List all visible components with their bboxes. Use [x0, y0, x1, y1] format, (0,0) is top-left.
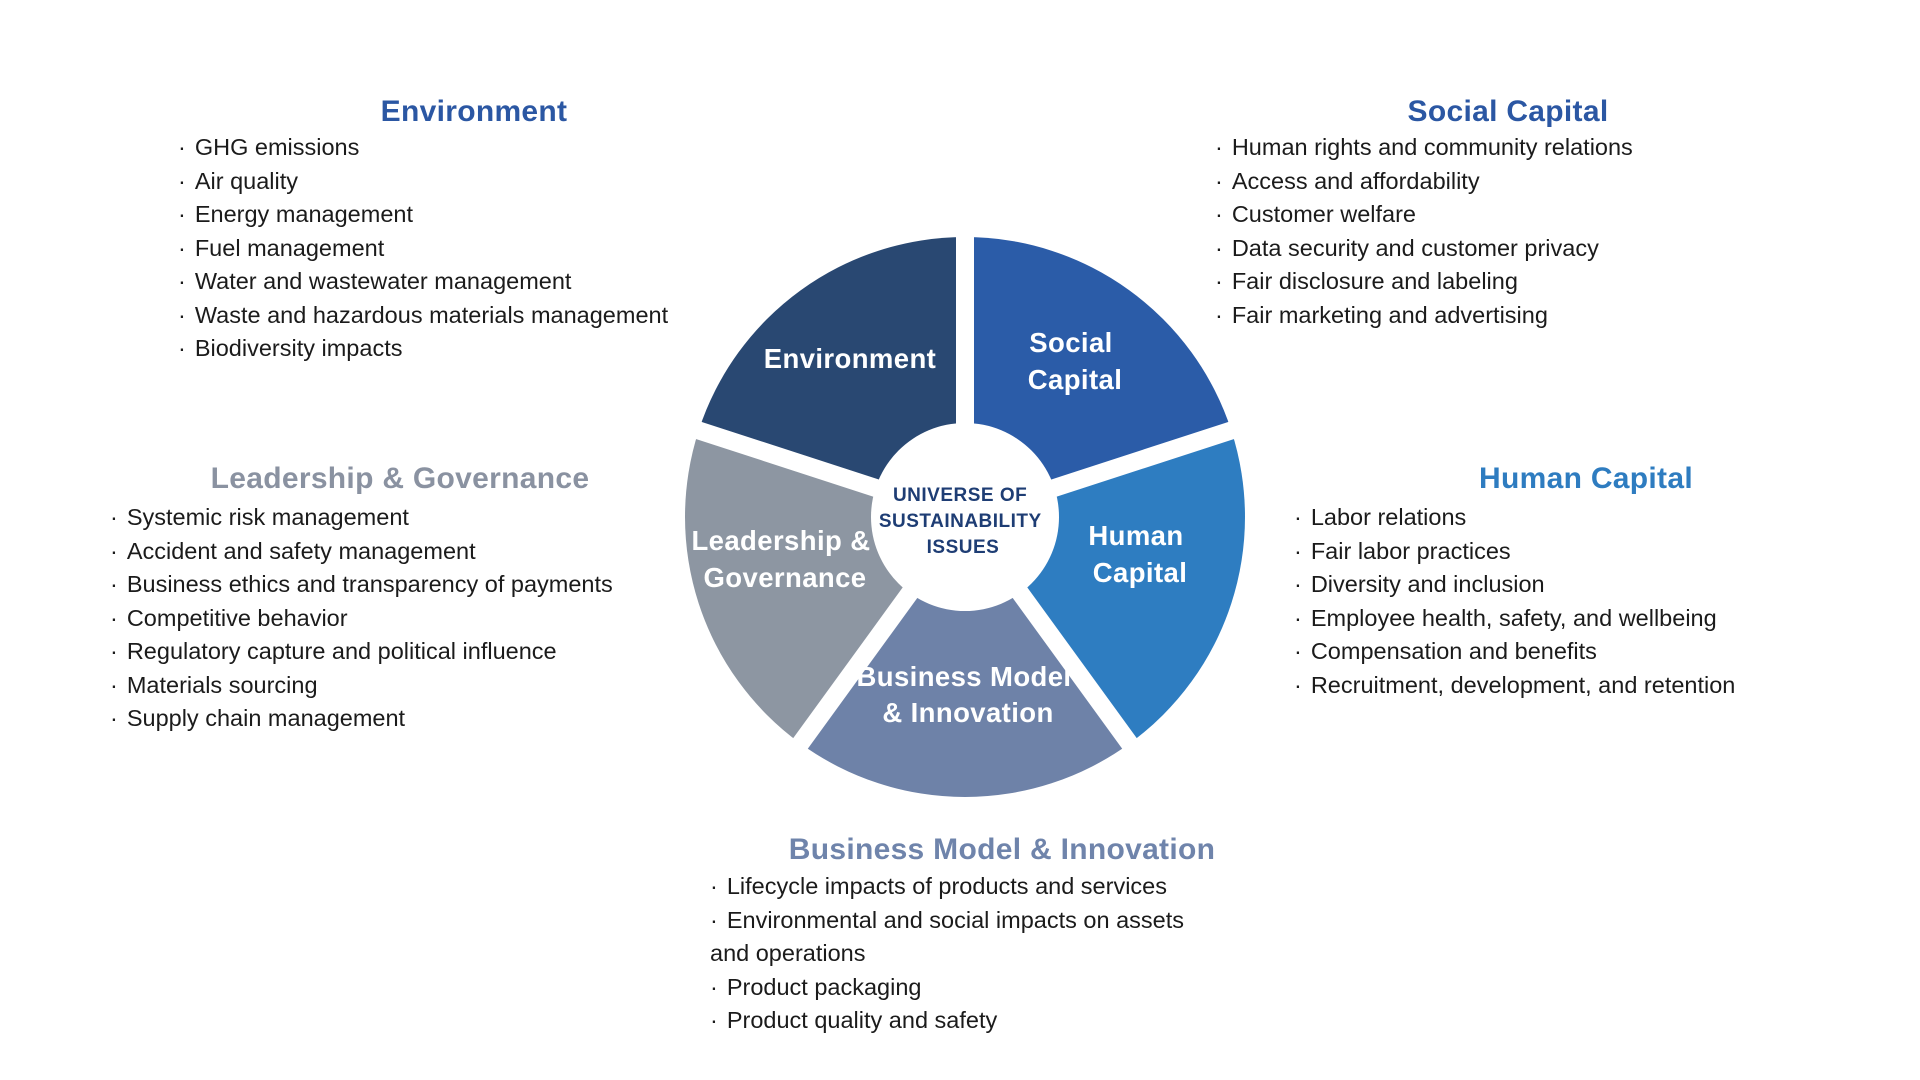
bullet-item: ·Biodiversity impacts: [178, 335, 403, 361]
bullet-item: ·Data security and customer privacy: [1215, 234, 1599, 261]
wheel-label-human-capital: Human Capital: [1088, 520, 1191, 588]
bullet-item: ·Diversity and inclusion: [1294, 571, 1545, 597]
bullet-item: ·Recruitment, development, and retention: [1294, 671, 1736, 698]
bullet-dot: ·: [178, 134, 186, 160]
center-hub: [871, 423, 1059, 611]
bullet-item: ·Fair disclosure and labeling: [1215, 268, 1518, 294]
bullet-item: ·Compensation and benefits: [1294, 638, 1597, 664]
bullet-item: ·Supply chain management: [110, 705, 406, 731]
bullet-dot: ·: [1215, 167, 1223, 194]
bullet-dot: ·: [110, 705, 118, 731]
wheel-label-business-model-innovation: Business Model & Innovation: [857, 661, 1080, 728]
bullet-item: ·Regulatory capture and political influe…: [110, 638, 557, 664]
section-leadership-governance: Leadership & Governance ·Systemic risk m…: [110, 461, 690, 736]
bullet-item: ·Access and affordability: [1215, 167, 1480, 194]
bullet-item: ·Customer welfare: [1215, 201, 1416, 227]
bullet-dot: ·: [1294, 604, 1302, 631]
bullet-item: ·Waste and hazardous materials managemen…: [178, 301, 669, 328]
bullet-dot: ·: [710, 973, 718, 1000]
bullet-item: ·Environmental and social impacts on ass…: [710, 906, 1184, 967]
bullet-dot: ·: [178, 335, 186, 361]
bullet-item: ·Air quality: [178, 167, 299, 194]
bullet-item: ·Product packaging: [710, 973, 922, 1000]
bullet-dot: ·: [1215, 301, 1223, 328]
bullet-dot: ·: [1294, 537, 1302, 564]
bullet-dot: ·: [178, 301, 186, 328]
center-title: UNIVERSE OF SUSTAINABILITY ISSUES: [879, 485, 1047, 558]
section-social-capital: Social Capital ·Human rights and communi…: [1215, 94, 1801, 332]
bullet-dot: ·: [1215, 201, 1223, 227]
wheel-label-leadership-governance: Leadership & Governance: [691, 525, 878, 593]
bullet-dot: ·: [1215, 134, 1223, 160]
section-environment: Environment ·GHG emissions ·Air quality …: [178, 94, 770, 366]
bullet-dot: ·: [110, 638, 118, 664]
bullet-item: ·Accident and safety management: [110, 537, 476, 564]
bullet-item: ·Systemic risk management: [110, 504, 409, 530]
section-title-business-model-innovation: Business Model & Innovation: [788, 833, 1216, 866]
bullet-dot: ·: [1294, 638, 1302, 664]
bullet-item: ·Materials sourcing: [110, 671, 318, 698]
environment-list: ·GHG emissions ·Air quality ·Energy mana…: [178, 131, 770, 366]
bullet-dot: ·: [110, 604, 118, 631]
bullet-dot: ·: [178, 201, 186, 227]
bullet-dot: ·: [178, 234, 186, 261]
bullet-dot: ·: [1215, 268, 1223, 294]
leadership-governance-list: ·Systemic risk management ·Accident and …: [110, 501, 690, 736]
section-title-social-capital: Social Capital: [1407, 95, 1609, 128]
section-title-human-capital: Human Capital: [1479, 462, 1693, 495]
bullet-item: ·Water and wastewater management: [178, 268, 572, 294]
bullet-dot: ·: [110, 571, 118, 597]
bullet-dot: ·: [178, 268, 186, 294]
bullet-dot: ·: [1294, 571, 1302, 597]
bullet-item: ·Labor relations: [1294, 504, 1467, 530]
wheel-label-environment: Environment: [764, 343, 936, 374]
bullet-item: ·Energy management: [178, 201, 413, 227]
bullet-dot: ·: [710, 1007, 718, 1033]
business-model-innovation-list: ·Lifecycle impacts of products and servi…: [710, 870, 1294, 1038]
human-capital-list: ·Labor relations ·Fair labor practices ·…: [1294, 501, 1878, 702]
bullet-dot: ·: [1294, 671, 1302, 698]
bullet-dot: ·: [1294, 504, 1302, 530]
section-human-capital: Human Capital ·Labor relations ·Fair lab…: [1294, 461, 1878, 702]
segment-business-model-innovation: [800, 517, 1130, 797]
bullet-item: ·Fuel management: [178, 234, 385, 261]
bullet-item: ·Business ethics and transparency of pay…: [110, 571, 613, 597]
bullet-item: ·Human rights and community relations: [1215, 134, 1633, 160]
bullet-item: ·GHG emissions: [178, 134, 360, 160]
bullet-item: ·Lifecycle impacts of products and servi…: [710, 873, 1167, 899]
section-business-model-innovation: Business Model & Innovation ·Lifecycle i…: [710, 832, 1294, 1038]
bullet-item: ·Competitive behavior: [110, 604, 348, 631]
bullet-dot: ·: [110, 671, 118, 698]
bullet-dot: ·: [710, 906, 718, 933]
bullet-item: ·Fair marketing and advertising: [1215, 301, 1548, 328]
social-capital-list: ·Human rights and community relations ·A…: [1215, 131, 1801, 332]
bullet-item: ·Product quality and safety: [710, 1007, 998, 1033]
bullet-dot: ·: [110, 504, 118, 530]
section-title-environment: Environment: [380, 95, 568, 128]
bullet-item: ·Employee health, safety, and wellbeing: [1294, 604, 1717, 631]
bullet-dot: ·: [110, 537, 118, 564]
bullet-item: ·Fair labor practices: [1294, 537, 1511, 564]
bullet-dot: ·: [710, 873, 718, 899]
bullet-dot: ·: [178, 167, 186, 194]
wheel-label-social-capital: Social Capital: [1028, 327, 1123, 395]
bullet-dot: ·: [1215, 234, 1223, 261]
section-title-leadership-governance: Leadership & Governance: [210, 462, 590, 495]
